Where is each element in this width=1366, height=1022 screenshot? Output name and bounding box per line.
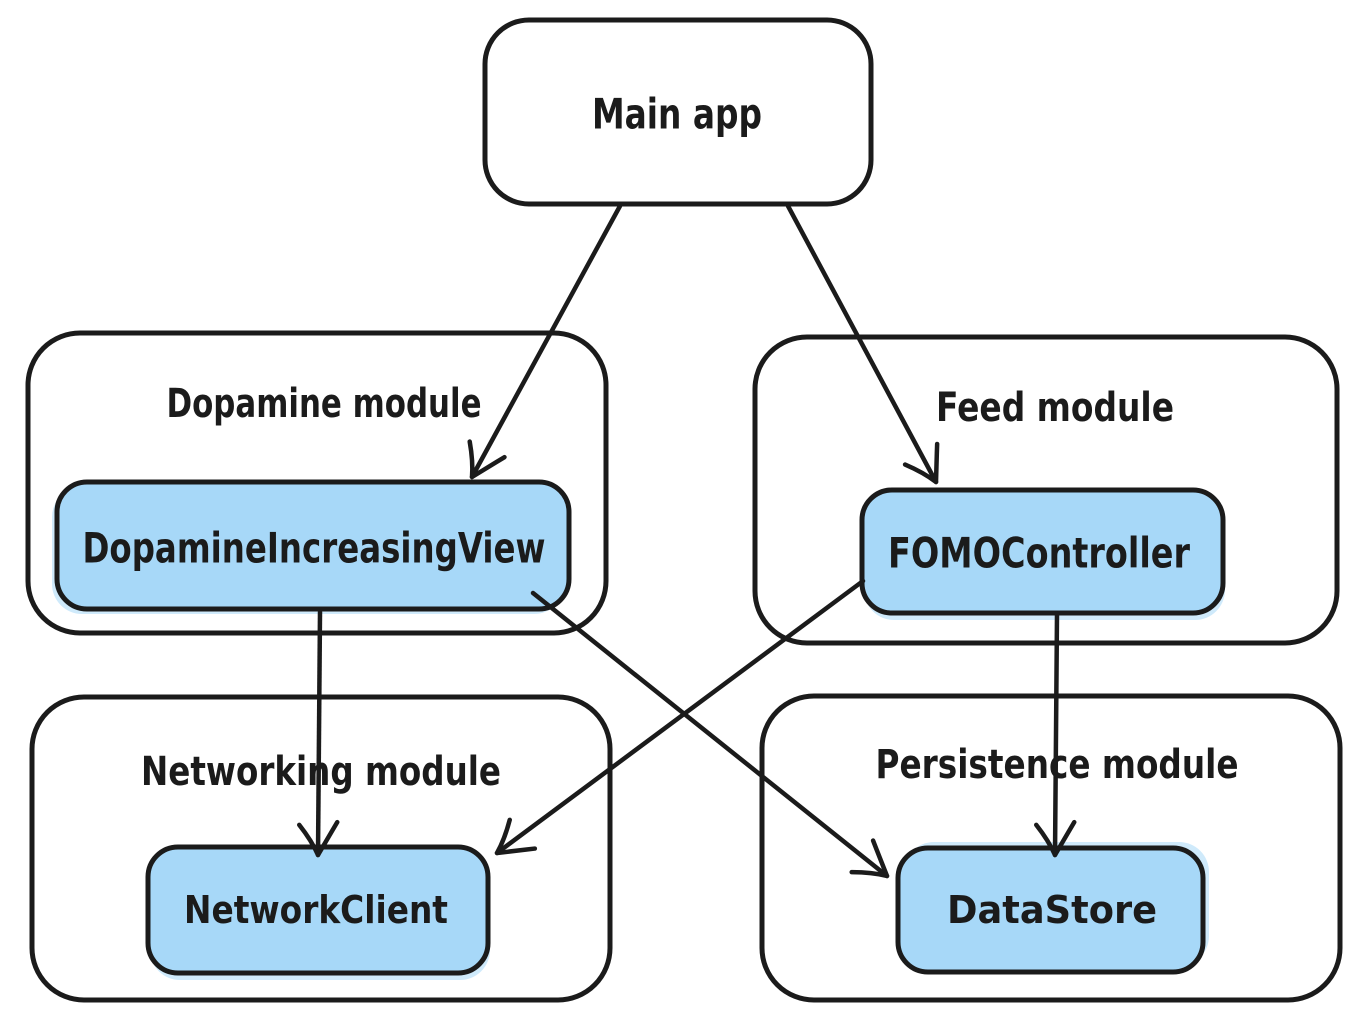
- dopamine-increasing-view-box: [54, 479, 572, 612]
- feed-module-label: Feed module: [936, 385, 1174, 431]
- main-app-box: [482, 17, 874, 207]
- node-group-main-app: Main app: [482, 17, 874, 207]
- node-group-fomo-controller: FOMOController: [859, 487, 1226, 620]
- dopamine-increasing-view-label: DopamineIncreasingView: [83, 524, 546, 573]
- edge-fomo-controller-to-network-client: [494, 578, 866, 856]
- dopamine-module-label: Dopamine module: [167, 381, 482, 427]
- node-group-data-store: DataStore: [895, 842, 1209, 975]
- edge-main-app-to-fomo-controller: [785, 203, 940, 485]
- edge-main-app-to-dopamine-increasing-view: [467, 203, 623, 480]
- edge-fomo-controller-to-data-store: [1033, 611, 1077, 858]
- edge-dopamine-increasing-view-to-data-store: [530, 590, 890, 879]
- fomo-controller-box: [859, 487, 1226, 616]
- network-client-label: NetworkClient: [184, 888, 448, 932]
- data-store-label: DataStore: [947, 888, 1157, 932]
- edges: [296, 203, 1077, 879]
- edge-dopamine-increasing-view-to-network-client: [296, 609, 340, 858]
- node-group-dopamine-increasing-view: DopamineIncreasingView: [52, 479, 572, 614]
- node-group-network-client: NetworkClient: [145, 844, 491, 980]
- fomo-controller-label: FOMOController: [888, 529, 1190, 578]
- main-app-label: Main app: [592, 90, 762, 139]
